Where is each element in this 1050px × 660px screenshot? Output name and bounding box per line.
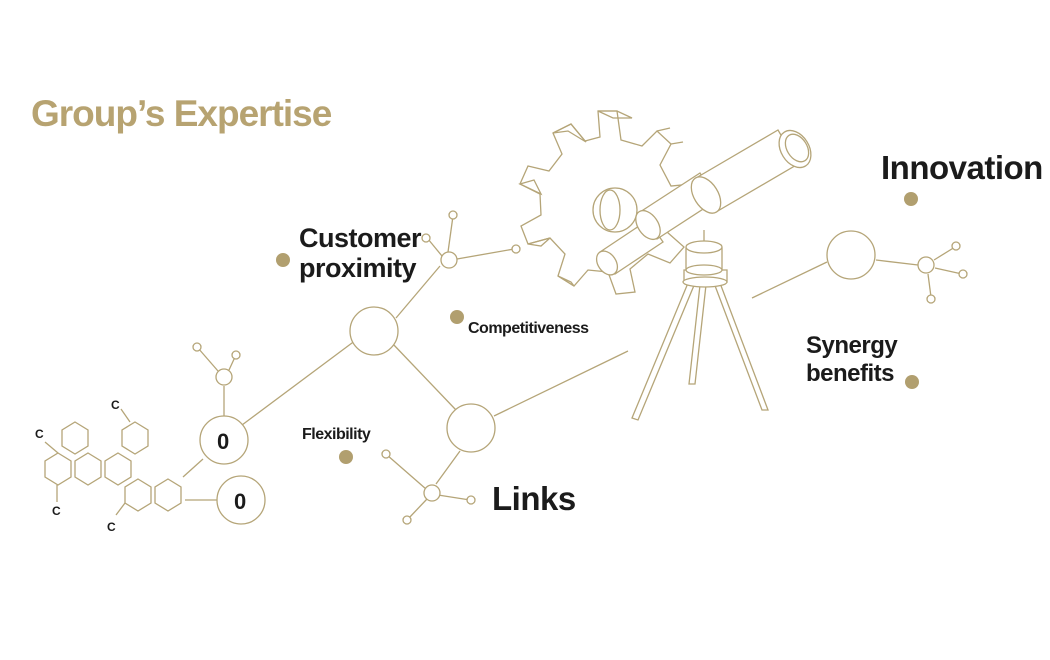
atom-label: C bbox=[107, 520, 116, 534]
label-competitiveness: Competitiveness bbox=[468, 320, 589, 337]
marker-dot bbox=[450, 310, 464, 324]
label-customer-proximity-line1: Customer bbox=[299, 223, 422, 253]
node-tip bbox=[231, 350, 241, 360]
value-node bbox=[216, 475, 266, 525]
label-synergy-line2: benefits bbox=[806, 360, 895, 387]
label-innovation: Innovation bbox=[881, 149, 1043, 186]
node-small bbox=[215, 368, 233, 386]
label-customer-proximity: Customer proximity bbox=[299, 223, 422, 283]
node-tip bbox=[958, 269, 968, 279]
marker-dot bbox=[905, 375, 919, 389]
node-tip bbox=[466, 495, 476, 505]
marker-dots bbox=[276, 192, 919, 464]
node-tip bbox=[926, 294, 936, 304]
node-tip bbox=[381, 449, 391, 459]
node-large bbox=[826, 230, 876, 280]
node-large bbox=[349, 306, 399, 356]
node-tip bbox=[448, 210, 458, 220]
node-tip bbox=[192, 342, 202, 352]
node-large bbox=[446, 403, 496, 453]
atom-label: C bbox=[52, 504, 61, 518]
node-tip bbox=[951, 241, 961, 251]
node-tip bbox=[511, 244, 521, 254]
node-value: 0 bbox=[217, 429, 230, 454]
node-tip bbox=[421, 233, 431, 243]
marker-dot bbox=[276, 253, 290, 267]
label-synergy-line1: Synergy bbox=[806, 332, 898, 359]
label-flexibility: Flexibility bbox=[302, 426, 371, 443]
marker-dot bbox=[904, 192, 918, 206]
molecule-icon bbox=[44, 408, 182, 516]
marker-dot bbox=[339, 450, 353, 464]
label-synergy-benefits: Synergy benefits bbox=[806, 332, 898, 388]
label-customer-proximity-line2: proximity bbox=[299, 253, 417, 283]
node-small bbox=[423, 484, 441, 502]
atom-label: C bbox=[35, 427, 44, 441]
node-small bbox=[917, 256, 935, 274]
node-tip bbox=[402, 515, 412, 525]
label-links: Links bbox=[492, 480, 576, 517]
network-nodes bbox=[192, 210, 968, 525]
value-node bbox=[199, 415, 249, 465]
telescope-icon bbox=[595, 129, 812, 421]
page-title: Group’s Expertise bbox=[31, 93, 332, 134]
node-value: 0 bbox=[234, 489, 247, 514]
atom-label: C bbox=[111, 398, 120, 412]
node-small bbox=[440, 251, 458, 269]
